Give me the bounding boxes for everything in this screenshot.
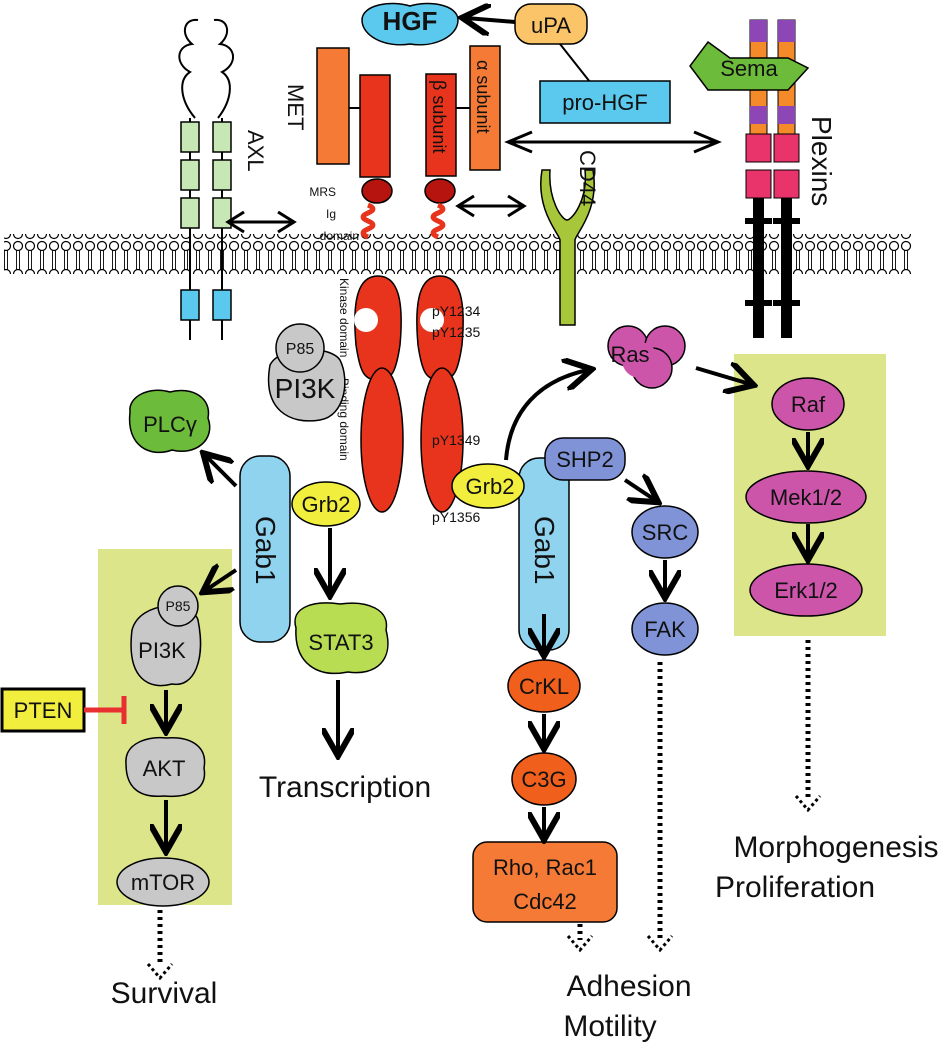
shp2-node (544, 437, 626, 481)
beta-subunit-label: β subunit (429, 80, 449, 153)
met-receptor (316, 45, 501, 513)
py1356-label: pY1356 (432, 509, 480, 525)
akt-label: AKT (143, 756, 186, 781)
c3g-label: C3G (521, 767, 566, 792)
sema-label: Sema (720, 56, 778, 81)
upa-node (514, 3, 588, 45)
stat3-label: STAT3 (308, 630, 373, 655)
plcg-node (128, 389, 211, 454)
morphogenesis-label: Morphogenesis (733, 831, 938, 864)
py1235-label: pY1235 (432, 324, 480, 340)
gab1-left-node (239, 455, 291, 643)
survival-label: Survival (111, 977, 218, 1010)
upa-label: uPA (531, 13, 571, 38)
mtor-node (116, 857, 210, 907)
axl-receptor (178, 18, 234, 340)
motility-label: Motility (563, 1010, 656, 1043)
raf-node (771, 377, 845, 431)
p85-label-bottom: P85 (166, 598, 191, 614)
mrs-label: MRS (309, 185, 336, 199)
output-dotted-arrows (146, 640, 822, 981)
py1349-label: pY1349 (432, 432, 480, 448)
ig-label: Ig (326, 207, 336, 221)
pten-label: PTEN (14, 698, 73, 723)
pathway-arrows (166, 368, 808, 848)
src-label: SRC (642, 520, 689, 545)
grb2-left-node (291, 481, 361, 527)
axl-label: AXL (243, 130, 268, 172)
sema-node (689, 40, 810, 91)
fak-label: FAK (644, 617, 686, 642)
src-node (631, 505, 699, 559)
shp2-label: SHP2 (556, 447, 613, 472)
plcg-label: PLCγ (143, 412, 197, 437)
c3g-node (511, 752, 577, 806)
cd44-label: CD44 (575, 150, 600, 206)
py1234-label: pY1234 (432, 303, 480, 319)
crkl-label: CrKL (519, 674, 569, 699)
cd44-receptor (540, 169, 595, 326)
grb2-left-label: Grb2 (302, 492, 351, 517)
mtor-label: mTOR (131, 870, 195, 895)
plexins-label: Plexins (806, 116, 837, 206)
mek-label: Mek1/2 (770, 485, 842, 510)
ras-node (607, 325, 686, 389)
pro-hgf-label: pro-HGF (562, 90, 648, 115)
rho-rac-label: Rho, Rac1 (493, 855, 597, 880)
pi3k-complex-top (267, 323, 346, 422)
alpha-subunit-label: α subunit (473, 60, 493, 133)
interaction-arrows (225, 130, 722, 234)
cdc42-label: Cdc42 (513, 889, 577, 914)
grb2-right-node (451, 463, 525, 509)
pten-node (0, 687, 86, 733)
pi3k-label-bottom: PI3K (138, 638, 186, 663)
crkl-node (507, 659, 581, 713)
kinase-domain-label: Kinase domain (337, 278, 351, 357)
gab1-right-label: Gab1 (529, 516, 560, 585)
pi3k-label-top: PI3K (275, 373, 336, 404)
hgf-label: HGF (383, 6, 438, 36)
erk-label: Erk1/2 (774, 578, 838, 603)
ras-label: Ras (610, 342, 649, 367)
met-label: MET (283, 84, 308, 130)
fak-node (631, 602, 699, 656)
proliferation-label: Proliferation (715, 871, 875, 904)
p85-label-top: P85 (286, 341, 315, 358)
akt-node (125, 736, 206, 798)
pro-hgf-node (539, 80, 671, 124)
gab1-left-label: Gab1 (250, 516, 281, 585)
grb2-right-label: Grb2 (466, 474, 515, 499)
domain-label: domain (320, 229, 359, 243)
erk-node (749, 563, 863, 617)
adhesion-label: Adhesion (566, 970, 691, 1003)
transcription-label: Transcription (259, 771, 431, 804)
stat3-node (294, 602, 389, 674)
cell-membrane (4, 234, 912, 274)
mek-node (745, 470, 867, 524)
raf-label: Raf (791, 392, 826, 417)
pi3k-complex-bottom (130, 585, 202, 687)
